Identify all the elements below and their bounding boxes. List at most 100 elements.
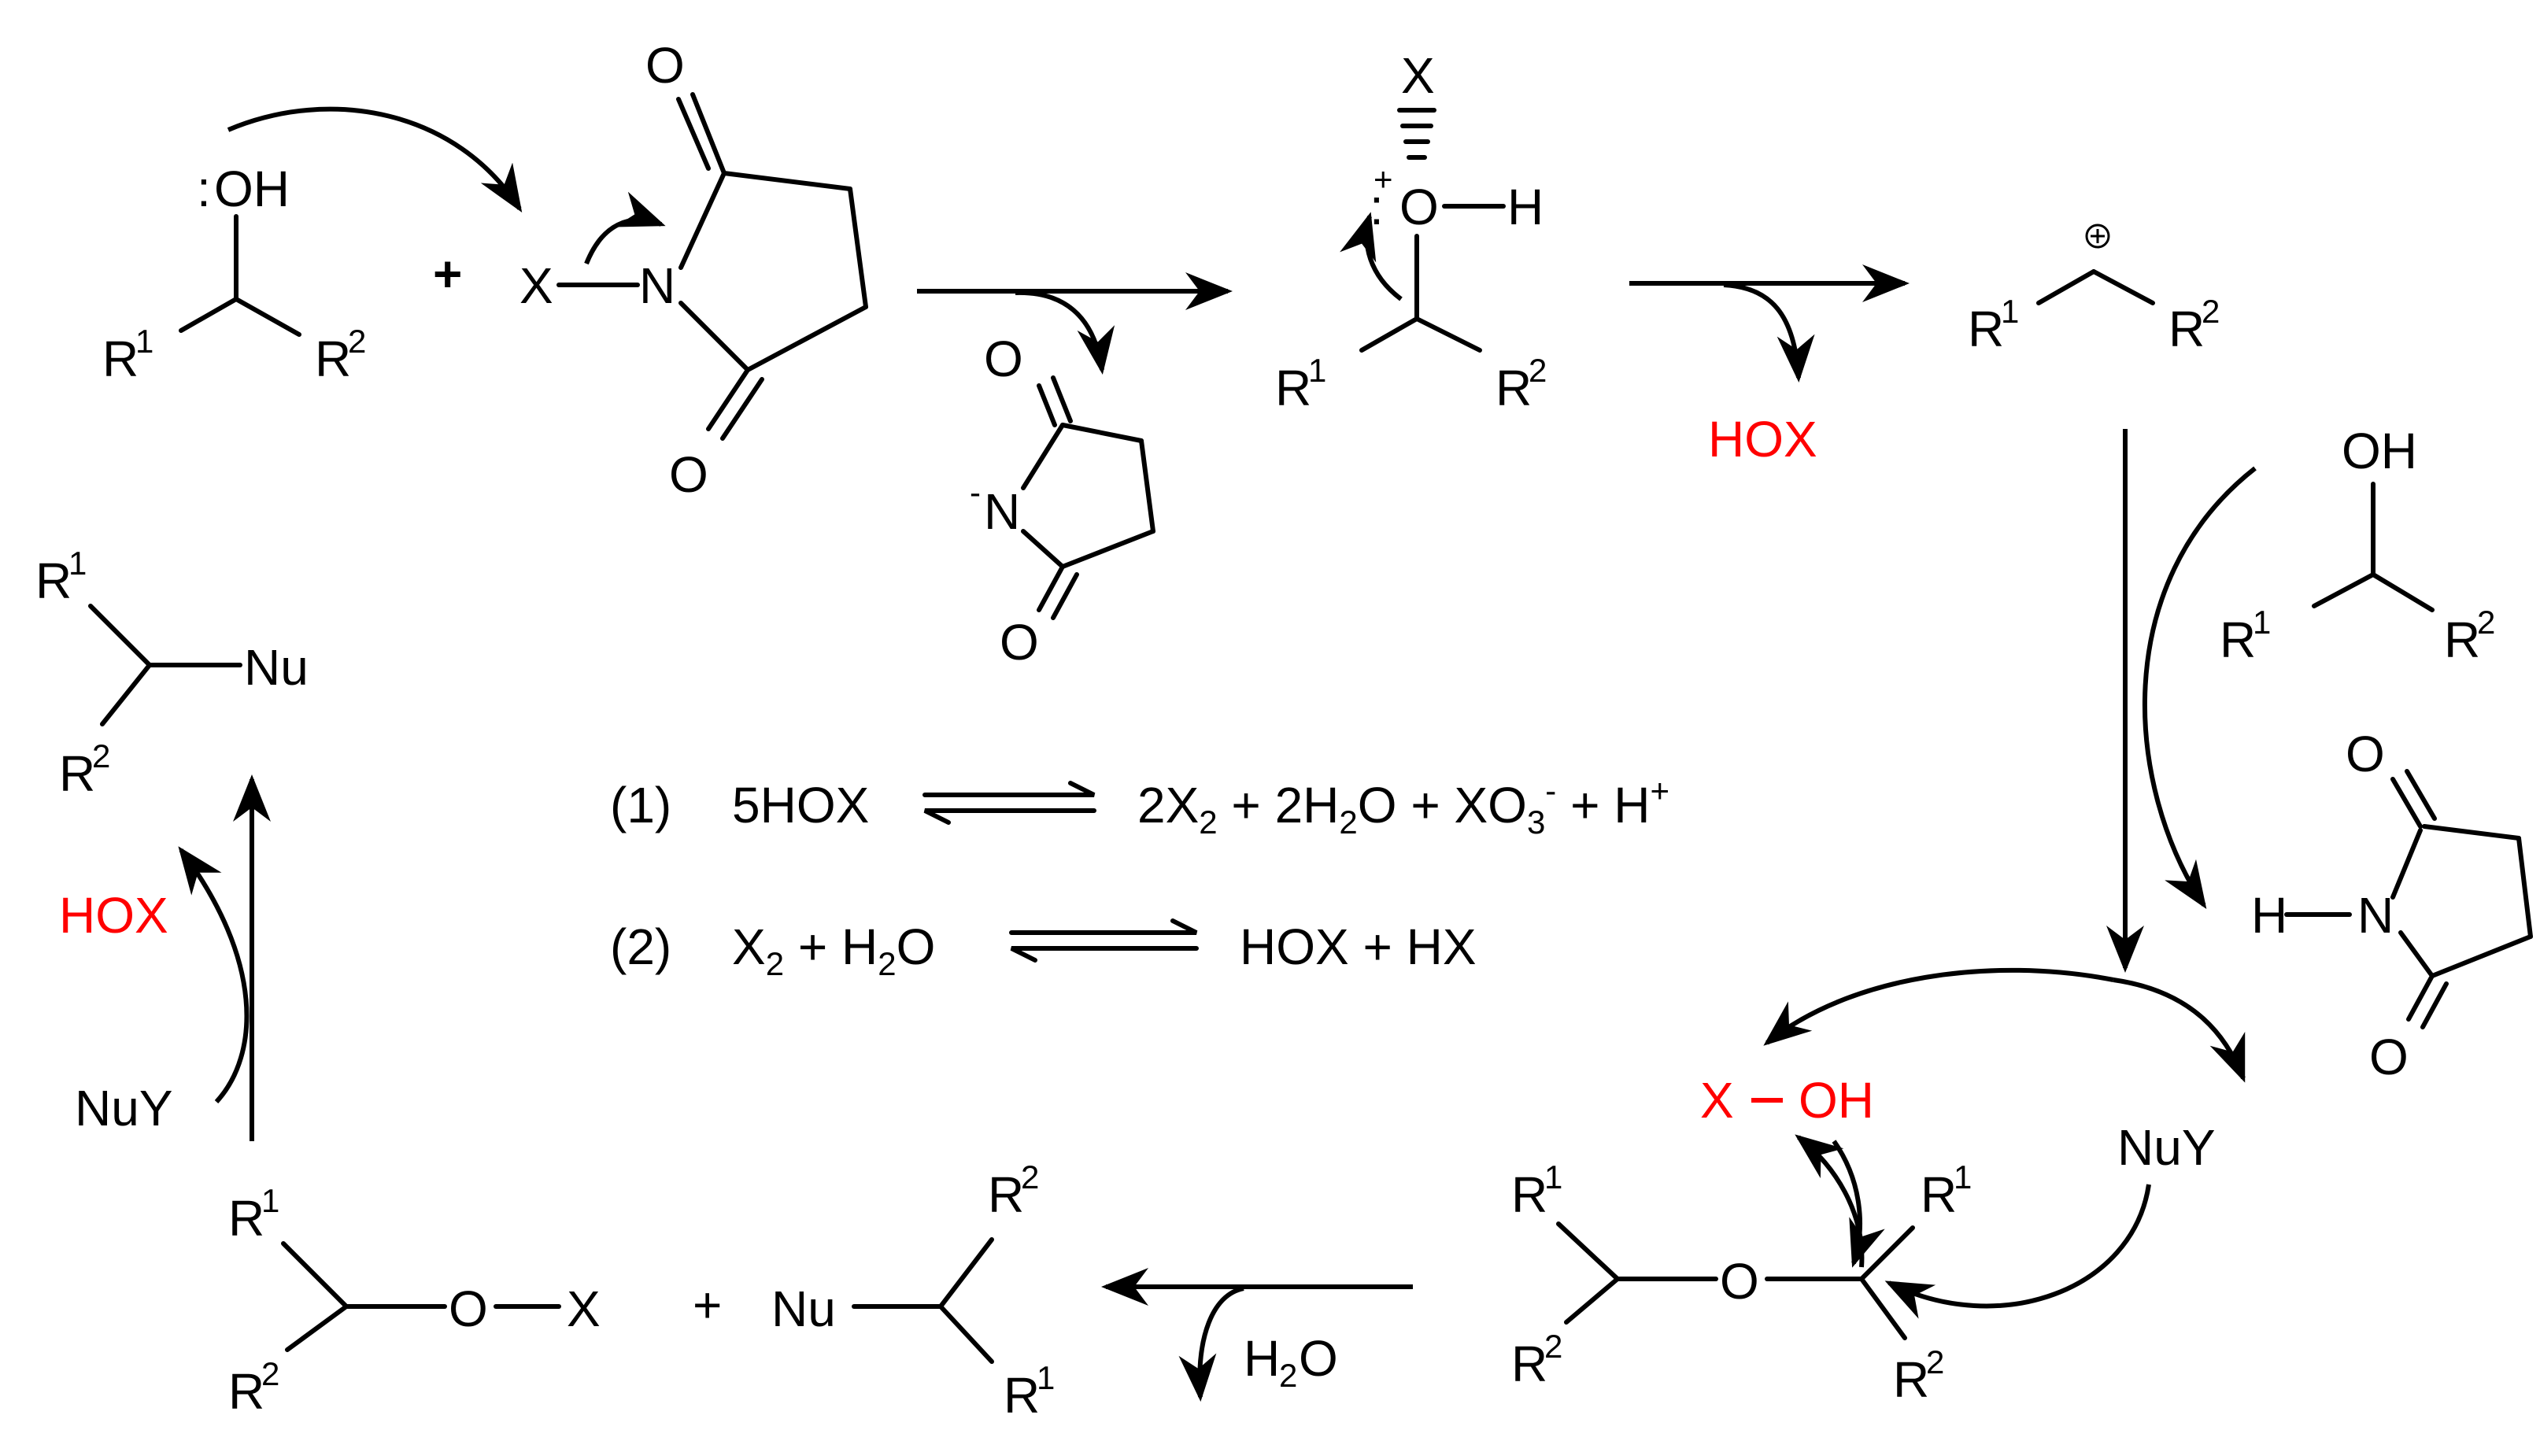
nuy-reagent: NuY [2117, 1119, 2216, 1176]
label-r: R [315, 331, 351, 387]
label-h: H [1507, 179, 1544, 235]
bond [1060, 423, 1144, 443]
bond [100, 663, 152, 726]
equilibrium-arrow-bottom [1010, 946, 1199, 963]
protonated-ether: R 1 R 2 O R 1 R 2 [1511, 1134, 2151, 1408]
curved-arrow [1763, 967, 2114, 1046]
bond [678, 301, 750, 372]
bond [2430, 934, 2533, 978]
sup-2: 2 [1021, 1159, 1039, 1195]
bond [2420, 981, 2449, 1029]
equilibrium-arrow-bottom [923, 808, 1096, 825]
label-o: O [984, 331, 1023, 387]
bond [678, 171, 727, 270]
label-r: R [1968, 301, 2004, 357]
bond [1037, 383, 1057, 427]
curved-arrow [2143, 466, 2257, 909]
succinimide: O H N O [2251, 726, 2533, 1085]
sup-1: 1 [1037, 1359, 1055, 1396]
water-o: O [1299, 1330, 1338, 1387]
bond [938, 1237, 994, 1309]
curved-arrow [1884, 1184, 2151, 1319]
bond [1556, 1221, 1620, 1281]
plus-sign: + [433, 246, 462, 302]
hox-label: HOX [59, 887, 168, 944]
bond [1859, 1225, 1915, 1281]
label-r: R [228, 1363, 264, 1420]
substitution-product-bottom: Nu R 2 R 1 [771, 1159, 1055, 1424]
equation-1: (1) 5HOX 2X2 + 2H2O + XO3- + H+ [610, 772, 1669, 841]
sup-1: 1 [68, 545, 87, 582]
sup-1: 1 [1544, 1159, 1562, 1195]
sup-2: 2 [1926, 1343, 1944, 1380]
alcohol-reagent: OH R 1 R 2 [2220, 423, 2495, 668]
bond [722, 171, 852, 191]
bond [2312, 572, 2375, 608]
label-r: R [1511, 1336, 1547, 1392]
label-o: O [1000, 614, 1039, 671]
plus-charge: + [1374, 161, 1393, 198]
curved-arrow [1795, 1134, 1865, 1268]
bond [2422, 824, 2521, 841]
sup-1: 1 [1954, 1159, 1972, 1195]
bond [2390, 828, 2423, 900]
label-x: X [1401, 47, 1435, 104]
label-n: N [984, 483, 1020, 540]
curved-arrow [1723, 283, 1815, 382]
curved-arrow [178, 846, 250, 1104]
label-o: O [1720, 1253, 1759, 1310]
sup-2: 2 [2477, 604, 2495, 641]
sup-2: 2 [261, 1355, 279, 1392]
label-r: R [1511, 1166, 1547, 1223]
label-o: O [645, 37, 685, 94]
nuy-reagent: NuY [75, 1080, 173, 1136]
eq1-number: (1) [610, 777, 671, 833]
label-r: R [59, 745, 95, 802]
label-o: O [449, 1280, 488, 1337]
water-h: H [1244, 1330, 1280, 1387]
label-r: R [988, 1166, 1024, 1223]
bond [1021, 423, 1065, 490]
label-n: N [639, 257, 675, 314]
sup-2: 2 [1529, 352, 1547, 389]
hypohalite-byproduct: R 1 R 2 O X [228, 1182, 601, 1420]
curved-arrow [584, 191, 666, 265]
curved-arrow [1015, 290, 1115, 375]
bond [1051, 375, 1073, 423]
bond [2091, 269, 2155, 305]
sup-2: 2 [92, 737, 110, 774]
n-halosuccinimide: X N O O [519, 37, 868, 503]
eq2-right: HOX + HX [1240, 918, 1477, 975]
water-sub: 2 [1279, 1357, 1297, 1394]
label-oh: OH [2342, 423, 2417, 479]
oxonium-intermediate: X + : O H R 1 R 2 [1275, 47, 1547, 416]
plus-sign: + [693, 1277, 722, 1333]
bond [2371, 572, 2435, 612]
sup-2: 2 [1544, 1328, 1562, 1365]
bond [690, 92, 727, 176]
label-r: R [1921, 1166, 1957, 1223]
bond [706, 368, 750, 431]
hox-byproduct: HOX [1708, 411, 1817, 467]
minus-charge: - [970, 474, 981, 511]
label-nu: Nu [244, 639, 309, 696]
lone-pair-dots: : [197, 161, 211, 217]
x-oh-x: X [1700, 1072, 1734, 1129]
bond [281, 1241, 349, 1309]
bond [2405, 769, 2437, 821]
eq1-left: 5HOX [732, 777, 869, 833]
sup-1: 1 [261, 1182, 279, 1219]
label-r: R [1004, 1367, 1040, 1424]
bond [1859, 1277, 1907, 1340]
sup-1: 1 [1308, 352, 1326, 389]
label-o: O [2369, 1029, 2409, 1085]
bond [1021, 529, 1065, 569]
label-r: R [2220, 612, 2256, 668]
label-r: R [2444, 612, 2480, 668]
label-r: R [102, 331, 139, 387]
bond [88, 604, 152, 667]
label-r: R [2168, 301, 2205, 357]
label-nu: Nu [771, 1280, 836, 1337]
